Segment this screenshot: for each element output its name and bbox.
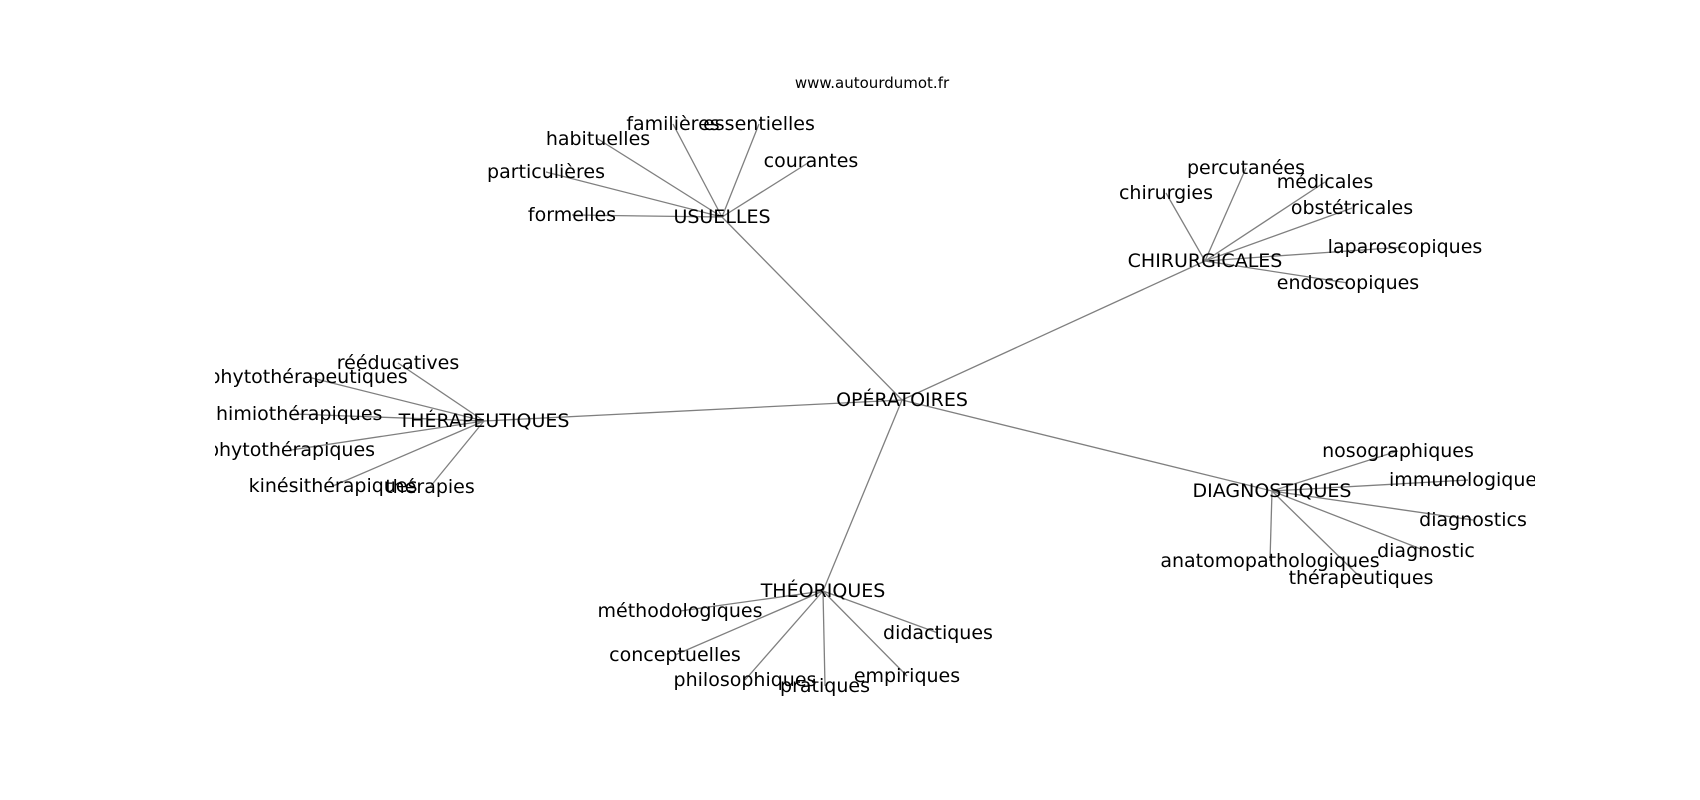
leaf-node-label: phytothérapeutiques bbox=[208, 366, 407, 388]
hub-node-usuelles: USUELLES bbox=[673, 206, 770, 228]
edge-center-theoriques bbox=[822, 399, 903, 592]
edge-diagnostiques-leaf bbox=[1271, 490, 1362, 579]
leaf-node-label: courantes bbox=[764, 150, 859, 172]
hub-node-theoriques: THÉORIQUES bbox=[760, 579, 886, 602]
edge-chirurgicales-leaf bbox=[1204, 260, 1349, 284]
leaf-node-label: phytothérapiques bbox=[207, 439, 375, 461]
edge-chirurgicales-leaf bbox=[1204, 167, 1247, 262]
edge-chirurgicales-leaf bbox=[1204, 246, 1406, 262]
leaf-node-label: obstétricales bbox=[1291, 197, 1413, 219]
leaf-node-label: laparoscopiques bbox=[1328, 236, 1483, 258]
leaf-node-label: diagnostics bbox=[1419, 509, 1527, 531]
leaf-node-label: médicales bbox=[1277, 171, 1374, 193]
edge-diagnostiques-leaf bbox=[1271, 490, 1427, 552]
edge-diagnostiques-leaf bbox=[1269, 490, 1273, 562]
hub-node-chirurgicales: CHIRURGICALES bbox=[1128, 250, 1283, 272]
leaf-node-label: nosographiques bbox=[1322, 440, 1474, 462]
leaf-node-label: essentielles bbox=[703, 113, 815, 135]
leaf-node-label: diagnostic bbox=[1377, 540, 1475, 562]
leaf-node-label: immunologiques bbox=[1389, 469, 1547, 491]
edge-diagnostiques-leaf bbox=[1271, 450, 1399, 492]
leaf-node-label: anatomopathologiques bbox=[1160, 550, 1379, 572]
edge-usuelles-leaf bbox=[672, 123, 723, 218]
edge-therapeutiques-leaf bbox=[429, 420, 485, 488]
source-url: www.autourdumot.fr bbox=[795, 74, 950, 92]
leaf-node-label: rééducatives bbox=[337, 352, 460, 374]
edge-therapeutiques-leaf bbox=[332, 420, 485, 487]
edge-theoriques-leaf bbox=[822, 590, 908, 677]
edge-chirurgicales-leaf bbox=[1165, 192, 1206, 262]
leaf-node-label: conceptuelles bbox=[609, 644, 741, 666]
edge-theoriques-leaf bbox=[822, 590, 939, 634]
edge-center-usuelles bbox=[721, 216, 903, 401]
edge-theoriques-leaf bbox=[674, 590, 824, 656]
hub-node-therapeutiques: THÉRAPEUTIQUES bbox=[398, 409, 570, 432]
graph-nodes: OPÉRATOIRES USUELLES familièresessentielle… bbox=[206, 113, 1547, 697]
edge-theoriques-leaf bbox=[679, 590, 824, 612]
leaf-node-label: thérapeutiques bbox=[1289, 567, 1434, 589]
edge-usuelles-leaf bbox=[597, 138, 723, 218]
edge-therapeutiques-leaf bbox=[307, 376, 485, 422]
edge-diagnostiques-leaf bbox=[1271, 490, 1474, 521]
leaf-node-label: pratiques bbox=[780, 675, 870, 697]
graph-edges bbox=[290, 123, 1474, 687]
leaf-node-label: chirurgies bbox=[1119, 182, 1213, 204]
edge-center-therapeutiques bbox=[483, 399, 903, 422]
edge-therapeutiques-leaf bbox=[290, 420, 485, 451]
leaf-node-label: kinésithérapiques bbox=[249, 475, 418, 497]
edge-diagnostiques-leaf bbox=[1271, 479, 1469, 492]
edge-usuelles-leaf bbox=[571, 214, 723, 218]
leaf-node-label: thérapies bbox=[385, 476, 475, 498]
leaf-node-label: particulières bbox=[487, 161, 605, 183]
leaf-node-label: empiriques bbox=[854, 665, 960, 687]
edge-center-chirurgicales bbox=[901, 260, 1206, 401]
edge-therapeutiques-leaf bbox=[293, 413, 485, 422]
leaf-node-label: didactiques bbox=[883, 622, 993, 644]
leaf-node-label: méthodologiques bbox=[598, 600, 763, 622]
leaf-node-label: endoscopiques bbox=[1277, 272, 1419, 294]
edge-therapeutiques-leaf bbox=[397, 362, 485, 422]
leaf-node-label: habituelles bbox=[546, 128, 650, 150]
edge-usuelles-leaf bbox=[721, 123, 760, 218]
edge-chirurgicales-leaf bbox=[1204, 207, 1353, 262]
edge-chirurgicales-leaf bbox=[1204, 181, 1326, 262]
leaf-node-label: familières bbox=[626, 113, 719, 135]
edge-center-diagnostiques bbox=[901, 399, 1273, 492]
edge-theoriques-leaf bbox=[822, 590, 826, 687]
edge-usuelles-leaf bbox=[545, 171, 723, 218]
hub-node-diagnostiques: DIAGNOSTIQUES bbox=[1193, 480, 1352, 502]
leaf-node-label: chimiothérapiques bbox=[206, 403, 383, 425]
edge-usuelles-leaf bbox=[721, 160, 812, 218]
center-node-label: OPÉRATOIRES bbox=[836, 388, 968, 411]
leaf-node-label: percutanées bbox=[1187, 157, 1305, 179]
leaf-node-label: formelles bbox=[528, 204, 616, 226]
leaf-node-label: philosophiques bbox=[674, 669, 817, 691]
edge-theoriques-leaf bbox=[744, 590, 824, 681]
